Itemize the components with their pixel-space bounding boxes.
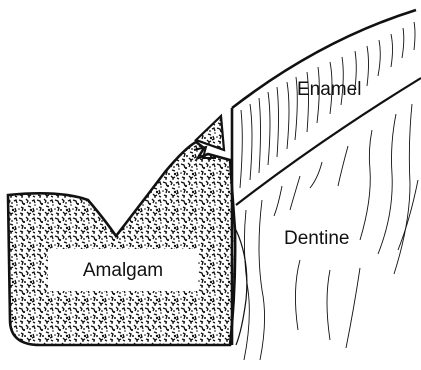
- amalgam-label-box: Amalgam: [48, 249, 198, 291]
- dentine-label: Dentine: [284, 229, 350, 248]
- enamel-label: Enamel: [297, 80, 361, 99]
- dentine-contour: [236, 230, 247, 345]
- amalgam-filling: [8, 142, 235, 345]
- amalgam-label: Amalgam: [83, 261, 163, 280]
